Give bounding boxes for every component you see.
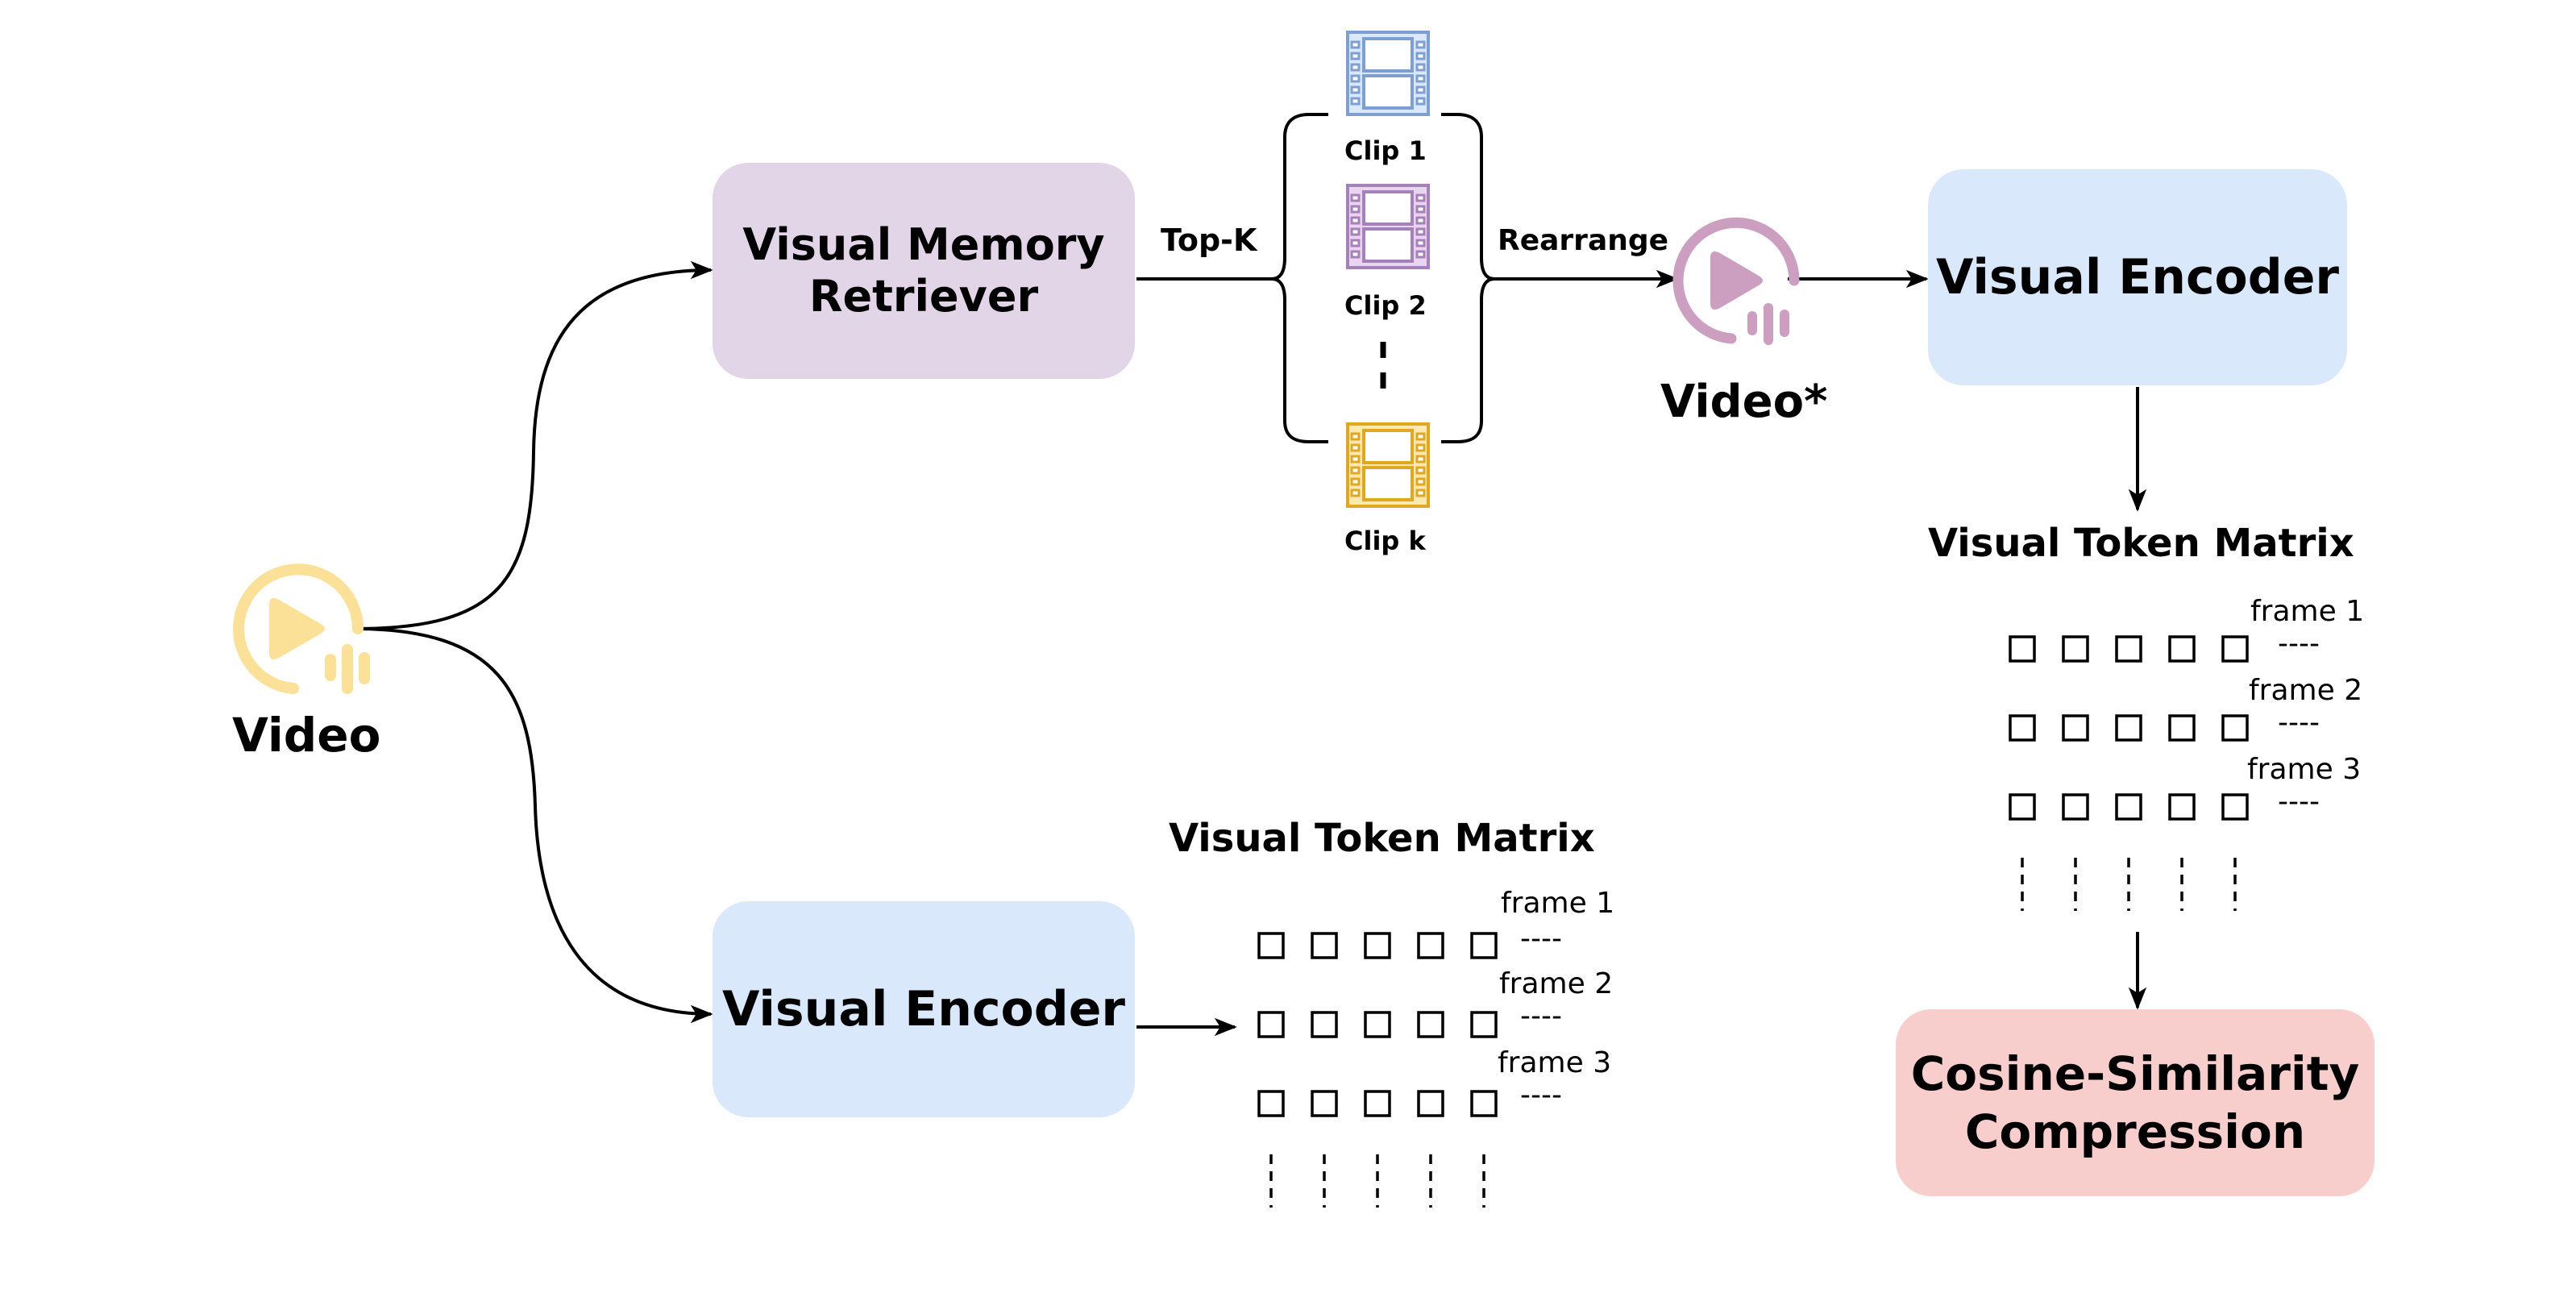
left-brace [1271,113,1310,443]
token-cell [1470,1090,1498,1117]
edge-video-to-retriever [354,260,713,630]
visual-memory-retriever-node[interactable]: Visual Memory Retriever [713,163,1135,379]
continuation-dashes: ---- [2278,706,2320,739]
token-cell [1257,1011,1285,1038]
token-cell [2062,793,2089,821]
encoder-bottom-label: Visual Encoder [721,981,1126,1037]
continuation-dashes: ---- [1520,922,1562,955]
token-cell [1311,932,1338,959]
token-matrix-top [2009,635,2249,911]
compression-label-line1: Cosine-Similarity [1910,1046,2360,1101]
token-cell [1470,1011,1498,1038]
token-cell [2168,793,2196,821]
film-strip-icon [1346,184,1430,269]
token-cell [1311,1090,1338,1117]
token-cell [2062,635,2089,663]
token-cell [1364,1011,1391,1038]
token-cell [1311,1011,1338,1038]
token-cell [2115,714,2142,742]
token-cell [2062,714,2089,742]
token-cell [1364,932,1391,959]
frame-label: frame 3 [2247,753,2362,786]
encoder-top-label: Visual Encoder [1935,249,2340,306]
frame-label: frame 3 [1498,1046,1612,1079]
token-cell [1257,932,1285,959]
token-cell [2115,635,2142,663]
frame-label: frame 2 [1499,967,1614,1000]
token-cell [2168,714,2196,742]
token-matrix-bottom-title: Visual Token Matrix [1169,816,1595,861]
clip-label: Clip 2 [1344,290,1427,321]
token-cell [1257,1090,1285,1117]
clip-label: Clip k [1344,526,1426,556]
token-cell [2221,793,2249,821]
token-matrix-top-title: Visual Token Matrix [1928,521,2354,566]
token-cell [1470,932,1498,959]
retriever-label-line2: Retriever [808,271,1039,322]
token-cell [2009,714,2036,742]
compression-label-line2: Compression [1964,1104,2306,1159]
frame-label: frame 2 [2249,674,2363,707]
edge-video-to-encoder-bottom [354,627,713,1024]
frame-label: frame 1 [1501,887,1615,920]
continuation-dashes: ---- [1520,1079,1562,1112]
token-cell [2009,635,2036,663]
token-cell [2221,635,2249,663]
token-cell [1417,1090,1444,1117]
token-matrix-bottom [1257,932,1498,1208]
token-cell [2168,635,2196,663]
video-label: Video [232,708,381,763]
film-strip-icon [1346,422,1430,508]
token-cell [2115,793,2142,821]
topk-edge-label: Top-K [1161,222,1257,258]
continuation-dashes: ---- [2278,627,2320,660]
visual-encoder-bottom-node[interactable]: Visual Encoder [713,901,1135,1117]
frame-label: frame 1 [2250,595,2365,628]
film-strip-icon [1346,31,1430,116]
right-brace [1456,113,1495,443]
continuation-dashes: ---- [2278,785,2320,818]
video-play-icon [233,563,370,694]
rearrange-edge-label: Rearrange [1498,224,1669,257]
token-cell [2221,714,2249,742]
token-cell [1417,1011,1444,1038]
cosine-similarity-compression-node[interactable]: Cosine-Similarity Compression [1896,1009,2374,1196]
visual-encoder-top-node[interactable]: Visual Encoder [1928,169,2347,385]
video-play-icon [1672,217,1800,345]
continuation-dashes: ---- [1520,1000,1562,1033]
video-star-label: Video* [1660,376,1828,428]
token-cell [2009,793,2036,821]
retriever-label-line1: Visual Memory [742,219,1105,270]
token-cell [1417,932,1444,959]
clip-label: Clip 1 [1344,135,1427,166]
token-cell [1364,1090,1391,1117]
